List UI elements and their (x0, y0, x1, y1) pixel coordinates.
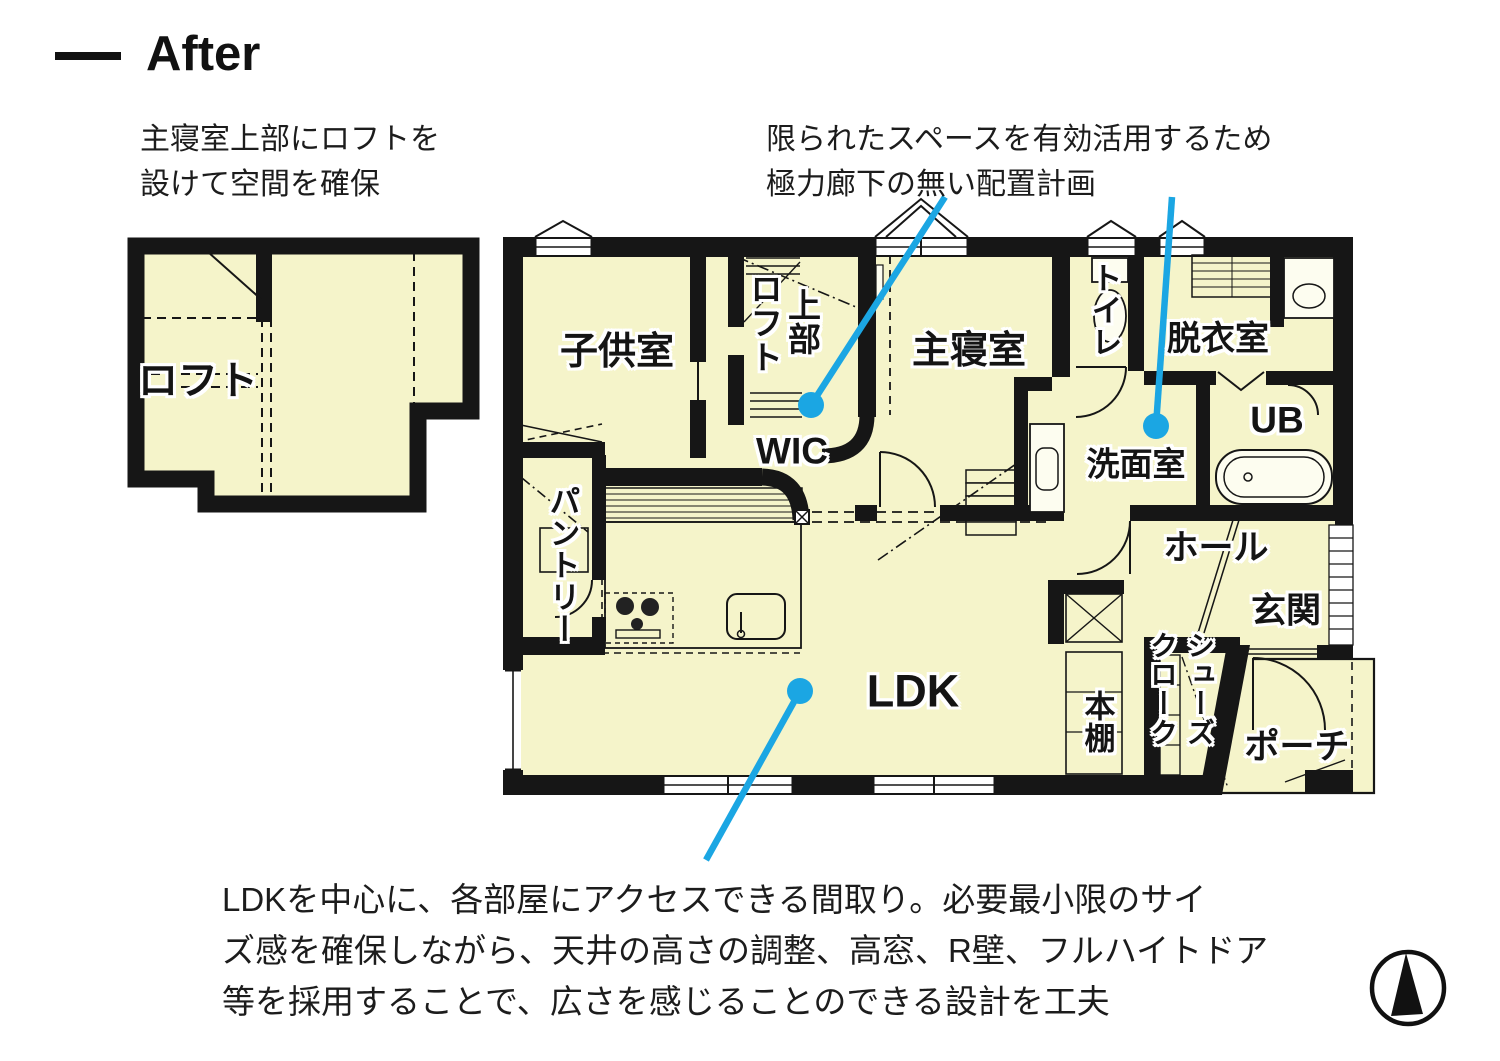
leader-line-wic (808, 195, 948, 407)
room-label-shoe-closet-left: クローク (1147, 631, 1178, 747)
leader-dot-ldk (787, 678, 813, 704)
north-arrow-icon (1369, 949, 1447, 1027)
toilet-tank-icon (1091, 257, 1129, 283)
loft-mini-plan (127, 237, 480, 513)
room-label-ub: UB (1250, 399, 1304, 441)
layout-note-line1: 限られたスペースを有効活用するため (766, 123, 1273, 156)
room-label-loft: ロフト (138, 359, 258, 403)
loft-note-line1: 主寝室上部にロフトを (140, 123, 440, 156)
toilet-bowl-icon (1093, 289, 1127, 343)
room-label-pantry: パントリー (544, 485, 580, 645)
leader-dot-wic (798, 392, 824, 418)
doors (554, 362, 1326, 731)
room-label-master-bedroom: 主寝室 (911, 330, 1027, 372)
windows (505, 239, 1354, 793)
walls (503, 237, 1353, 795)
room-label-kids-room: 子供室 (559, 331, 675, 373)
bottom-note-line2: ズ感を確保しながら、天井の高さの調整、高窓、R壁、フルハイトドア (222, 932, 1269, 969)
room-label-toilet: トイレ (1086, 262, 1122, 358)
room-label-washroom: 洗面室 (1086, 445, 1186, 483)
washbasin-icon (1029, 423, 1065, 513)
room-label-dressing-room: 脱衣室 (1167, 320, 1269, 358)
layout-note-line2: 極力廊下の無い配置計画 (766, 168, 1096, 201)
leader-dot-washroom (1143, 413, 1169, 439)
room-label-loft-upper-left: ロフト (745, 272, 783, 374)
bottom-note-line1: LDKを中心に、各部屋にアクセスできる間取り。必要最小限のサイ (222, 881, 1207, 918)
loft-note-line2: 設けて空間を確保 (140, 168, 380, 201)
leader-lines (703, 195, 1176, 862)
high-window-marks (534, 197, 1206, 238)
bathtub-icon (1215, 449, 1333, 505)
leader-line-ldk (703, 689, 803, 862)
page-title: After (146, 27, 261, 81)
title-dash (55, 52, 121, 60)
room-label-ldk: LDK (866, 665, 960, 717)
room-label-porch: ポーチ (1244, 727, 1350, 767)
room-label-wic: WIC (756, 430, 828, 472)
bottom-note-line3: 等を採用することで、広さを感じることのできる設計を工夫 (222, 983, 1110, 1020)
leader-line-washroom (1152, 196, 1176, 427)
room-label-hall: ホール (1163, 528, 1269, 568)
room-label-shoe-closet-right: シューズ (1184, 631, 1215, 747)
room-label-loft-upper-right: 上部 (783, 288, 821, 356)
fixtures (875, 254, 1335, 513)
room-label-bookshelf: 本棚 (1079, 690, 1115, 754)
room-label-entrance: 玄関 (1250, 591, 1322, 631)
